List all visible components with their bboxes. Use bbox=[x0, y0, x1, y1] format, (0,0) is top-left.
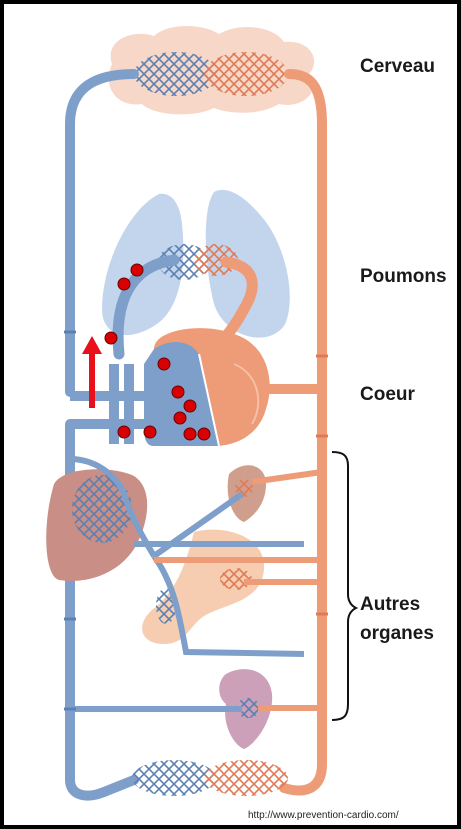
circulation-diagram bbox=[4, 4, 457, 825]
lungs-organ bbox=[102, 190, 290, 338]
liver-organ bbox=[46, 469, 147, 581]
leg-capillaries bbox=[132, 760, 288, 796]
organs-bracket bbox=[332, 452, 356, 720]
kidney-organ bbox=[228, 465, 266, 522]
label-other-organs: Autres organes bbox=[360, 590, 434, 648]
label-lungs: Poumons bbox=[360, 262, 447, 291]
diagram-frame: Cerveau Poumons Coeur Autres organes htt… bbox=[4, 4, 457, 825]
arterial-trunk bbox=[284, 74, 322, 790]
label-brain: Cerveau bbox=[360, 52, 435, 81]
vena-cava bbox=[70, 364, 144, 444]
label-heart: Coeur bbox=[360, 380, 415, 409]
source-url: http://www.prevention-cardio.com/ bbox=[248, 810, 399, 821]
